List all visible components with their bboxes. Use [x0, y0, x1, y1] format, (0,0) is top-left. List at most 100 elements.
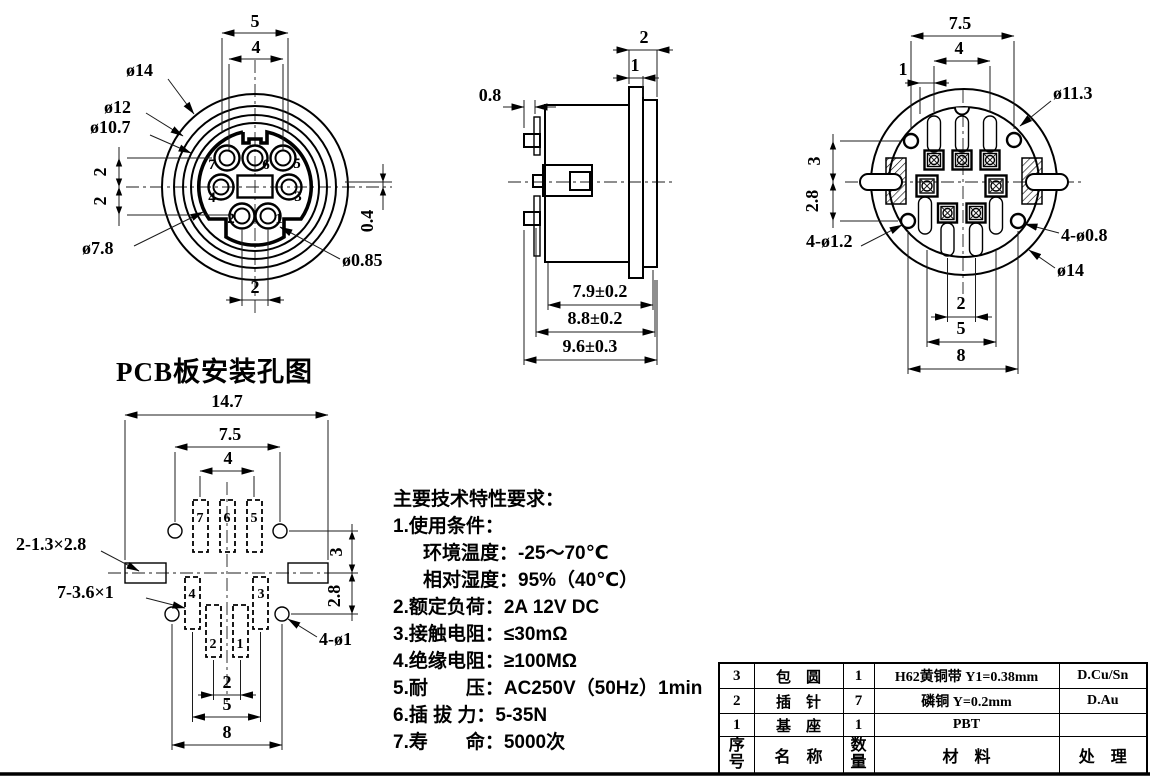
- pin-label-4: 4: [208, 190, 216, 206]
- spec-line: 相对湿度：95%（40℃）: [423, 570, 639, 591]
- pin-label-5: 5: [293, 156, 301, 172]
- dim-rear-bot5: 5: [957, 318, 966, 338]
- pad-label-4: 4: [189, 587, 196, 602]
- pcb-slot: [124, 562, 167, 584]
- spec-line: 4.绝缘电阻：≥100MΩ: [393, 651, 578, 672]
- header-name: 名 称: [753, 736, 844, 774]
- spec-line: 7.寿 命：5000次: [393, 732, 566, 753]
- cell-qty: 7: [842, 688, 875, 714]
- shield-outline: [197, 129, 313, 247]
- technical-specs: 主要技术特性要求： 1.使用条件： 环境温度：-25～70℃ 相对湿度：95%（…: [393, 486, 723, 756]
- dim-side-7-9: 7.9±0.2: [573, 281, 628, 301]
- pin-label-7: 7: [208, 157, 216, 173]
- cell-qty: 1: [842, 712, 875, 738]
- solder-pads: [184, 499, 269, 658]
- dim-front-row-b: 2: [90, 197, 110, 206]
- mount-hole: [1009, 212, 1027, 230]
- front-view: 7 6 5 4 3 2 1 5 4 2 2 0.4: [82, 11, 392, 316]
- dim-rear-bot2: 2: [957, 293, 966, 313]
- dim-rear-row-a: 3: [804, 157, 824, 166]
- front-flange: [628, 86, 644, 279]
- pcb-view: 7 6 5 4 3 2 1 14.7 7.5 4 3: [16, 391, 358, 750]
- label-dia11-3: ø11.3: [1053, 83, 1093, 103]
- pin-label-6: 6: [262, 157, 270, 173]
- pcb-diagram-title: PCB板安装孔图: [116, 357, 313, 387]
- pcb-hole: [272, 523, 288, 539]
- pad-label-3: 3: [258, 587, 265, 602]
- pcb-hole: [164, 606, 180, 622]
- dim-pcb-7-5: 7.5: [219, 424, 242, 444]
- spec-line: 环境温度：-25～70℃: [423, 543, 609, 564]
- pad-label-1: 1: [237, 637, 244, 652]
- spec-line: 6.插 拔 力：5-35N: [393, 705, 548, 726]
- label-4-dia1: 4-ø1: [319, 629, 352, 649]
- side-view: 2 1 0.8 7.9±0.2 8.8±0.2 9.6±0.3: [479, 27, 674, 365]
- dim-pcb-14-7: 14.7: [211, 391, 243, 411]
- dim-front-5: 5: [251, 11, 260, 31]
- solder-terminals: [915, 149, 1008, 224]
- dim-pcb-row-a: 3: [326, 548, 346, 557]
- dim-front-offset: 0.4: [357, 210, 377, 233]
- label-dia10-7: ø10.7: [90, 117, 131, 137]
- connector-body: [544, 104, 630, 263]
- spec-line: 5.耐 压：AC250V（50Hz）1min: [393, 678, 703, 699]
- pcb-hole: [167, 523, 183, 539]
- cell-qty: 1: [842, 662, 875, 690]
- cell-material: PBT: [873, 712, 1060, 738]
- pcb-hole: [274, 606, 290, 622]
- mount-hole: [899, 212, 917, 230]
- spec-line: 3.接触电阻：≤30mΩ: [393, 624, 568, 645]
- mount-hole: [902, 132, 920, 150]
- index-notch: [954, 107, 970, 116]
- rear-view: 7.5 4 1 3 2.8 2 5 8 ø11: [802, 13, 1108, 374]
- table-row: 2 插 针 7 磷铜 Y=0.2mm D.Au: [718, 688, 1148, 714]
- mount-hole: [1005, 131, 1023, 149]
- dim-front-4: 4: [252, 37, 261, 57]
- cell-finish: D.Cu/Sn: [1058, 662, 1148, 690]
- pin-label-3: 3: [294, 189, 302, 205]
- cell-finish: [1058, 712, 1148, 738]
- pad-label-2: 2: [210, 637, 217, 652]
- label-dia12: ø12: [104, 97, 131, 117]
- table-row: 1 基 座 1 PBT: [718, 712, 1148, 738]
- table-header-row: 序 号 名 称 数 量 材 料 处 理: [718, 736, 1148, 774]
- header-qty: 数 量: [842, 736, 875, 774]
- dim-side-9-6: 9.6±0.3: [563, 336, 618, 356]
- pin-label-2: 2: [227, 211, 235, 227]
- header-finish: 处 理: [1058, 736, 1148, 774]
- dim-pcb-bot2: 2: [223, 672, 232, 692]
- cell-seq: 2: [718, 688, 755, 714]
- parts-table: 3 包 圆 1 H62黄铜带 Y1=0.38mm D.Cu/Sn 2 插 针 7…: [718, 662, 1148, 774]
- dim-pcb-bot5: 5: [223, 694, 232, 714]
- label-dia14: ø14: [126, 60, 153, 80]
- dim-front-row-a: 2: [90, 168, 110, 177]
- dim-front-pitch: 2: [251, 277, 260, 297]
- label-rear-dia14: ø14: [1057, 260, 1084, 280]
- label-dia0-85: ø0.85: [342, 250, 383, 270]
- label-4-dia0-8: 4-ø0.8: [1061, 225, 1108, 245]
- dim-rear-bot8: 8: [957, 345, 966, 365]
- terminal-slots: [917, 115, 1004, 257]
- pad-label-7: 7: [197, 511, 204, 526]
- cell-name: 包 圆: [753, 662, 844, 690]
- spec-line: 主要技术特性要求：: [393, 489, 565, 510]
- cell-seq: 3: [718, 662, 755, 690]
- dim-pcb-row-b: 2.8: [324, 585, 344, 608]
- pad-label-6: 6: [224, 511, 231, 526]
- cell-material: H62黄铜带 Y1=0.38mm: [873, 662, 1060, 690]
- header-seq: 序 号: [718, 736, 755, 774]
- cell-seq: 1: [718, 712, 755, 738]
- spec-line: 2.额定负荷：2A 12V DC: [393, 597, 600, 618]
- cell-finish: D.Au: [1058, 688, 1148, 714]
- dim-side-0-8: 0.8: [479, 85, 502, 105]
- label-4-dia1-2: 4-ø1.2: [806, 231, 853, 251]
- dim-rear-7-5: 7.5: [949, 13, 972, 33]
- cell-name: 插 针: [753, 688, 844, 714]
- dim-pcb-bot8: 8: [223, 722, 232, 742]
- table-row: 3 包 圆 1 H62黄铜带 Y1=0.38mm D.Cu/Sn: [718, 662, 1148, 690]
- key-slot: [236, 174, 274, 199]
- dim-rear-1: 1: [899, 59, 908, 79]
- cell-name: 基 座: [753, 712, 844, 738]
